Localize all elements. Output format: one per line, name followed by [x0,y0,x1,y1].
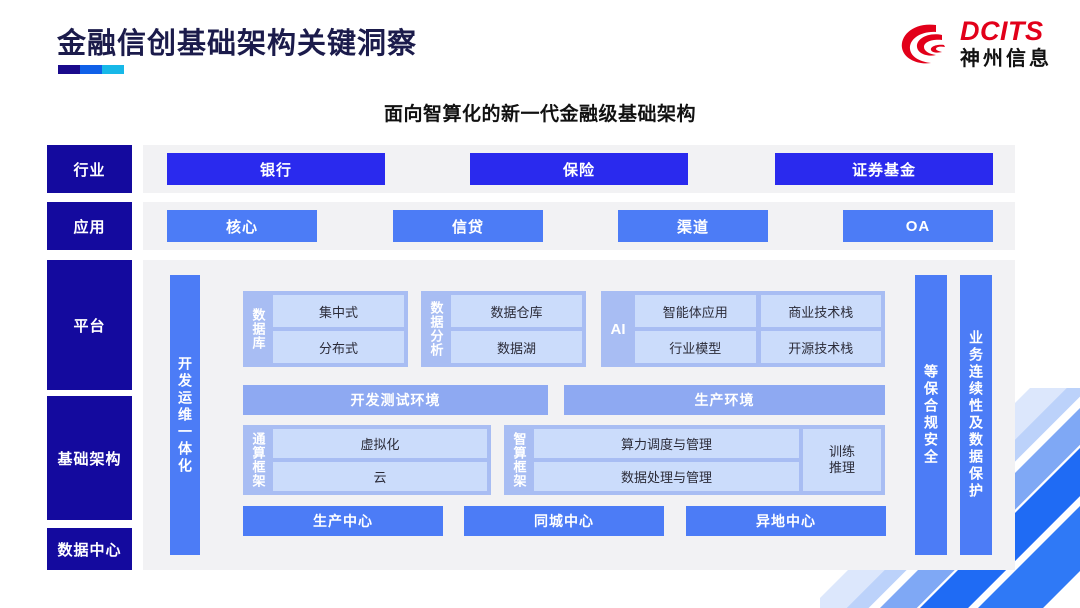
cell-data-warehouse[interactable]: 数据仓库 [451,295,582,327]
inference-label: 推理 [828,460,855,475]
industry-tile-insurance[interactable]: 保险 [470,153,688,185]
cell-data-lake[interactable]: 数据湖 [451,331,582,363]
application-tile-core[interactable]: 核心 [167,210,317,242]
right-column-business-continuity[interactable]: 业务连续性及数据保护 [960,275,992,555]
left-label-industry-text: 行业 [73,161,106,179]
industry-tile-insurance-label: 保险 [562,161,595,179]
application-tile-core-label: 核心 [225,218,258,236]
left-label-datacenter-text: 数据中心 [57,541,122,559]
diagram-subtitle: 面向智算化的新一代金融级基础架构 [383,104,696,125]
application-tile-oa[interactable]: OA [843,210,993,242]
industry-tile-bank-label: 银行 [259,161,292,179]
left-label-infrastructure-text: 基础架构 [57,450,122,468]
left-label-industry: 行业 [47,145,132,193]
env-tile-dev-test[interactable]: 开发测试环境 [243,385,548,415]
right-column-business-continuity-label: 业务连续性及数据保护 [968,330,984,500]
datacenter-tile-production-label: 生产中心 [313,513,373,529]
left-label-datacenter: 数据中心 [47,528,132,570]
group-general-framework[interactable]: 通算框架 虚拟化 云 [243,425,491,495]
application-tile-channel[interactable]: 渠道 [618,210,768,242]
group-ai[interactable]: AI 智能体应用 行业模型 商业技术栈 开源技术栈 [601,291,885,367]
datacenter-tile-metro-label: 同城中心 [534,513,594,529]
cell-agent-application[interactable]: 智能体应用 [635,295,756,327]
industry-tile-securities[interactable]: 证券基金 [775,153,993,185]
training-label: 训练 [828,443,855,459]
group-general-framework-tag: 通算框架 [250,432,266,488]
group-intelligent-framework[interactable]: 智算框架 算力调度与管理 数据处理与管理 训练 推理 [504,425,885,495]
logo-text-cn: 神州信息 [960,48,1052,70]
underline-segment-2 [80,65,102,74]
env-tile-production-label: 生产环境 [694,392,755,408]
industry-tile-securities-label: 证券基金 [851,161,916,179]
group-intelligent-framework-tag: 智算框架 [511,432,527,488]
left-label-application: 应用 [47,202,132,250]
devops-column[interactable]: 开发运维一体化 [170,275,200,555]
cell-cloud[interactable]: 云 [273,462,487,491]
page-title: 金融信创基础架构关键洞察 [57,28,418,60]
application-tile-oa-label: OA [905,217,931,235]
group-data-analysis[interactable]: 数据分析 数据仓库 数据湖 [421,291,586,367]
group-database-tag: 数据库 [250,308,266,350]
right-column-compliance-security[interactable]: 等保合规安全 [915,275,947,555]
industry-tile-bank[interactable]: 银行 [167,153,385,185]
devops-column-label: 开发运维一体化 [177,355,193,475]
cell-virtualization[interactable]: 虚拟化 [273,429,487,458]
env-tile-dev-test-label: 开发测试环境 [350,392,441,408]
underline-segment-1 [58,65,80,74]
left-label-infrastructure: 基础架构 [47,396,132,520]
group-data-analysis-tag: 数据分析 [428,301,444,357]
cell-opensource-stack[interactable]: 开源技术栈 [760,331,881,363]
left-label-platform-text: 平台 [73,317,106,335]
group-database[interactable]: 数据库 集中式 分布式 [243,291,408,367]
cell-distributed[interactable]: 分布式 [273,331,404,363]
cell-centralized[interactable]: 集中式 [273,295,404,327]
dcits-swirl-icon [901,24,945,63]
datacenter-tile-remote-label: 异地中心 [756,513,816,529]
underline-segment-3 [102,65,124,74]
left-label-application-text: 应用 [73,218,106,236]
datacenter-tile-metro[interactable]: 同城中心 [464,506,664,536]
title-underline [58,65,124,74]
cell-industry-model[interactable]: 行业模型 [635,331,756,363]
group-ai-tag: AI [610,320,626,338]
logo-text-en: DCITS [960,16,1044,46]
cell-data-processing[interactable]: 数据处理与管理 [534,462,799,491]
datacenter-tile-remote[interactable]: 异地中心 [686,506,886,536]
cell-commercial-stack[interactable]: 商业技术栈 [760,295,881,327]
datacenter-tile-production[interactable]: 生产中心 [243,506,443,536]
application-tile-credit-label: 信贷 [451,218,484,236]
left-label-platform: 平台 [47,260,132,390]
env-tile-production[interactable]: 生产环境 [564,385,885,415]
application-tile-channel-label: 渠道 [676,218,709,236]
cell-compute-scheduling[interactable]: 算力调度与管理 [534,429,799,458]
right-column-compliance-security-label: 等保合规安全 [923,364,939,466]
brand-logo: DCITS 神州信息 [898,18,1052,69]
cell-training-inference[interactable]: 训练 推理 [803,429,881,491]
application-tile-credit[interactable]: 信贷 [393,210,543,242]
